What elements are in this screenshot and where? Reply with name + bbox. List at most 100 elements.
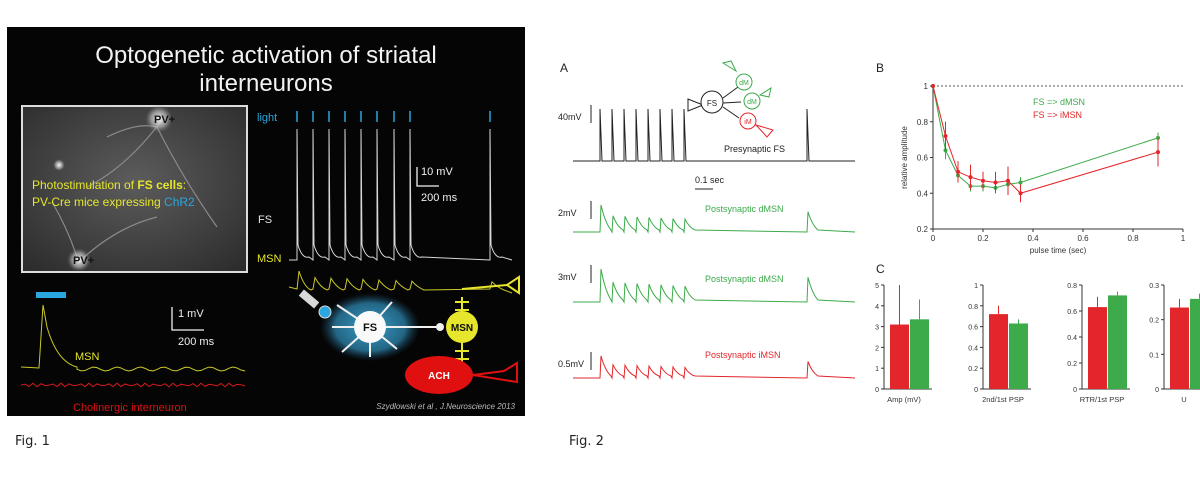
trace-label-2: Postsynaptic dMSN xyxy=(705,274,784,284)
slide-title-line2: interneurons xyxy=(199,70,332,97)
fs-node-label: FS xyxy=(363,322,377,334)
chr2-label: ChR2 xyxy=(164,195,195,209)
bar-y-tick-label: 3 xyxy=(875,325,879,332)
time-scale-bar: 0.1 sec xyxy=(695,175,725,190)
cholinergic-label: Cholinergic interneuron xyxy=(73,402,187,414)
bar-y-tick-label: 0.6 xyxy=(1067,309,1077,316)
micrograph: PV+ PV+ Photostimulation of FS cells: PV… xyxy=(21,105,248,273)
slide-title-line1: Optogenetic activation of striatal xyxy=(95,42,437,69)
bar xyxy=(1190,298,1200,389)
figure-1-slide: Optogenetic activation of striatal inter… xyxy=(7,27,525,416)
citation: Szydlowski et al , J.Neuroscience 2013 xyxy=(376,402,515,411)
figure-2-caption: Fig. 2 xyxy=(569,434,604,449)
data-point xyxy=(1018,180,1023,185)
trace-scale-label-1: 2mV xyxy=(558,208,577,218)
msn-trace-label: MSN xyxy=(257,253,282,265)
bar-category-label: U xyxy=(1181,395,1186,404)
panel-a-label: A xyxy=(560,61,568,75)
x-tick-label: 0.6 xyxy=(1077,234,1089,243)
x-tick-label: 0.8 xyxy=(1127,234,1139,243)
legend-entry-0: FS => dMSN xyxy=(1033,97,1085,107)
x-tick-label: 0 xyxy=(931,234,936,243)
msn-node-label: MSN xyxy=(451,323,473,334)
bar xyxy=(1170,307,1189,389)
ach-node-label: ACH xyxy=(428,371,450,382)
inset-fs-label: FS xyxy=(707,99,717,108)
figure-2-canvas: A FS dM dM iM 40mV Presynaptic FS 2mV Posts… xyxy=(558,60,1200,404)
y-axis-label: relative amplitude xyxy=(900,126,909,189)
mice-text-main: PV-Cre mice expressing xyxy=(32,195,164,209)
inset-dm1-label: dM xyxy=(739,80,749,87)
data-point xyxy=(993,180,998,185)
light-label: light xyxy=(257,112,277,124)
y-tick-label: 0.2 xyxy=(917,225,929,234)
photostim-suffix: : xyxy=(183,178,186,192)
bar-y-tick-label: 0.3 xyxy=(1149,283,1159,290)
fs-trace-label: FS xyxy=(258,214,272,226)
data-point xyxy=(1006,178,1010,183)
x-tick-label: 0.2 xyxy=(977,234,989,243)
bar-y-tick-label: 0 xyxy=(1155,387,1159,394)
y-tick-label: 1 xyxy=(924,82,929,91)
bar-y-tick-label: 0.1 xyxy=(1149,352,1159,359)
bar-y-tick-label: 0.8 xyxy=(1067,283,1077,290)
bar-y-tick-label: 1 xyxy=(875,366,879,373)
msn-bottom-label: MSN xyxy=(75,351,100,363)
pv-label-bottom: PV+ xyxy=(73,255,94,267)
y-tick-label: 0.6 xyxy=(917,154,929,163)
ach-node xyxy=(405,356,473,394)
pv-cell-top xyxy=(145,105,173,133)
scale-bar-top: 10 mV 200 ms xyxy=(416,166,458,204)
scale-top-voltage: 10 mV xyxy=(421,166,453,178)
figure-1-canvas: Optogenetic activation of striatal inter… xyxy=(20,42,520,414)
bar-y-tick-label: 0.2 xyxy=(968,366,978,373)
bar-y-tick-label: 0 xyxy=(1073,387,1077,394)
scale-bottom-voltage: 1 mV xyxy=(178,308,204,320)
fs-trace xyxy=(289,128,513,261)
bar-category-label: 2nd/1st PSP xyxy=(982,395,1024,404)
bar xyxy=(1088,307,1107,389)
bar xyxy=(1108,295,1127,389)
bar-y-tick-label: 0.4 xyxy=(968,345,978,352)
x-axis-label: pulse time (sec) xyxy=(1030,246,1087,255)
pv-label-top: PV+ xyxy=(154,114,175,126)
flashlight-icon xyxy=(298,289,332,319)
msn-trace xyxy=(288,270,513,294)
bar-y-tick-label: 0.2 xyxy=(1067,361,1077,368)
bar xyxy=(1009,323,1028,389)
inset-dm2-label: dM xyxy=(747,99,757,106)
x-tick-label: 0.4 xyxy=(1027,234,1039,243)
bar-y-tick-label: 0 xyxy=(875,387,879,394)
data-point xyxy=(968,175,973,180)
trace-scale-label-0: 40mV xyxy=(558,112,582,122)
trace-label-0: Presynaptic FS xyxy=(724,144,785,154)
light-stim-markers xyxy=(296,111,491,122)
scale-bar-bottom: 1 mV 200 ms xyxy=(171,307,215,348)
time-scale-label: 0.1 sec xyxy=(695,175,725,185)
inset-im-label: iM xyxy=(744,119,752,126)
data-point xyxy=(931,84,935,88)
trace-scale-label-3: 0.5mV xyxy=(558,359,584,369)
circuit-schematic: FS MSN ACH xyxy=(298,275,520,394)
trace-3 xyxy=(573,355,856,380)
scale-top-time: 200 ms xyxy=(421,192,458,204)
bar xyxy=(910,319,929,389)
msn-node xyxy=(446,311,478,343)
trace-scale-label-2: 3mV xyxy=(558,272,577,282)
electrophysiology-traces: 40mV Presynaptic FS 2mV Postsynaptic dMSN 3m… xyxy=(558,105,856,380)
bar xyxy=(890,324,909,389)
panel-c-label: C xyxy=(876,262,885,276)
bar-y-tick-label: 1 xyxy=(974,283,978,290)
data-point xyxy=(1018,191,1023,196)
bar-y-tick-label: 5 xyxy=(875,283,879,290)
data-point xyxy=(943,134,948,139)
legend-entry-1: FS => iMSN xyxy=(1033,110,1082,120)
photostim-bold: FS cells xyxy=(137,178,183,192)
bar-y-tick-label: 0.8 xyxy=(968,304,978,311)
trace-1 xyxy=(573,204,856,234)
photostim-prefix: Photostimulation of xyxy=(32,178,137,192)
trace-label-3: Postsynaptic iMSN xyxy=(705,350,781,360)
bar-category-label: Amp (mV) xyxy=(887,395,921,404)
pv-cell-bottom xyxy=(67,248,91,272)
